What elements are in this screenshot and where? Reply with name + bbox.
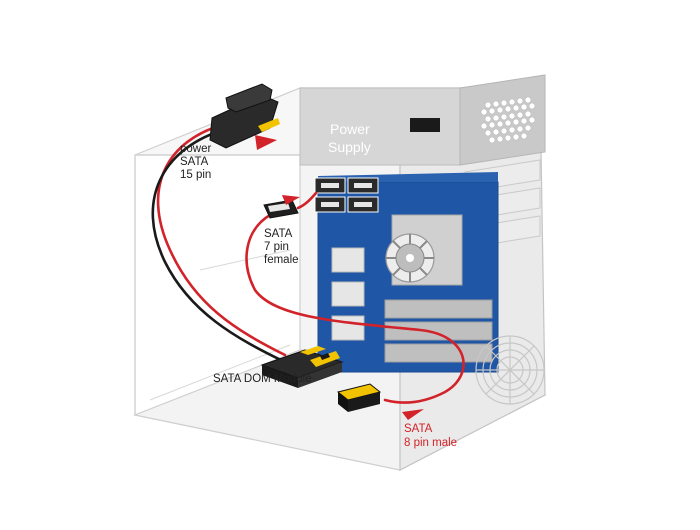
sata-data-cable [245,213,465,404]
power-supply-label-line1: Power [330,121,370,137]
sata-8pin-arrow-icon [402,409,424,420]
expansion-slot [384,343,493,363]
power-cable-black [151,129,287,364]
psu-grille [480,96,536,144]
chip [331,247,365,273]
sata-connector-icon [263,199,299,219]
expansion-slot [384,299,493,319]
svg-text:8 pin male: 8 pin male [404,437,457,449]
svg-text:SATA: SATA [404,423,433,435]
cpu-fan-icon [385,233,435,283]
svg-text:female: female [264,254,299,266]
label-power-sata: power SATA 15 pin [180,143,211,181]
sata-8pin-connector-icon [336,383,382,412]
svg-text:SATA: SATA [264,228,293,240]
sata-dom-module-icon [260,346,344,388]
power-supply-label-line2: Supply [328,139,371,155]
cables [151,123,465,404]
motherboard [314,172,499,373]
psu-switch [410,118,440,132]
svg-text:SATA: SATA [180,156,209,168]
label-sata-8pin: SATA 8 pin male [404,423,457,449]
power-connector-icon [209,83,280,149]
svg-text:7 pin: 7 pin [264,241,289,253]
svg-text:15 pin: 15 pin [180,169,211,181]
sata-to-board-cable [296,191,318,210]
power-supply: Power Supply [299,74,546,166]
label-sata-7pin: SATA 7 pin female [264,228,299,266]
expansion-slot [384,321,493,341]
power-arrow-icon [255,135,277,150]
power-cable-red [156,123,287,357]
case-fan-icon [475,335,545,405]
sata-7pin-arrow-icon [282,195,300,205]
label-sata-dom-module: SATA DOM Module [213,373,312,385]
chip [331,281,365,307]
svg-text:power: power [180,143,211,155]
